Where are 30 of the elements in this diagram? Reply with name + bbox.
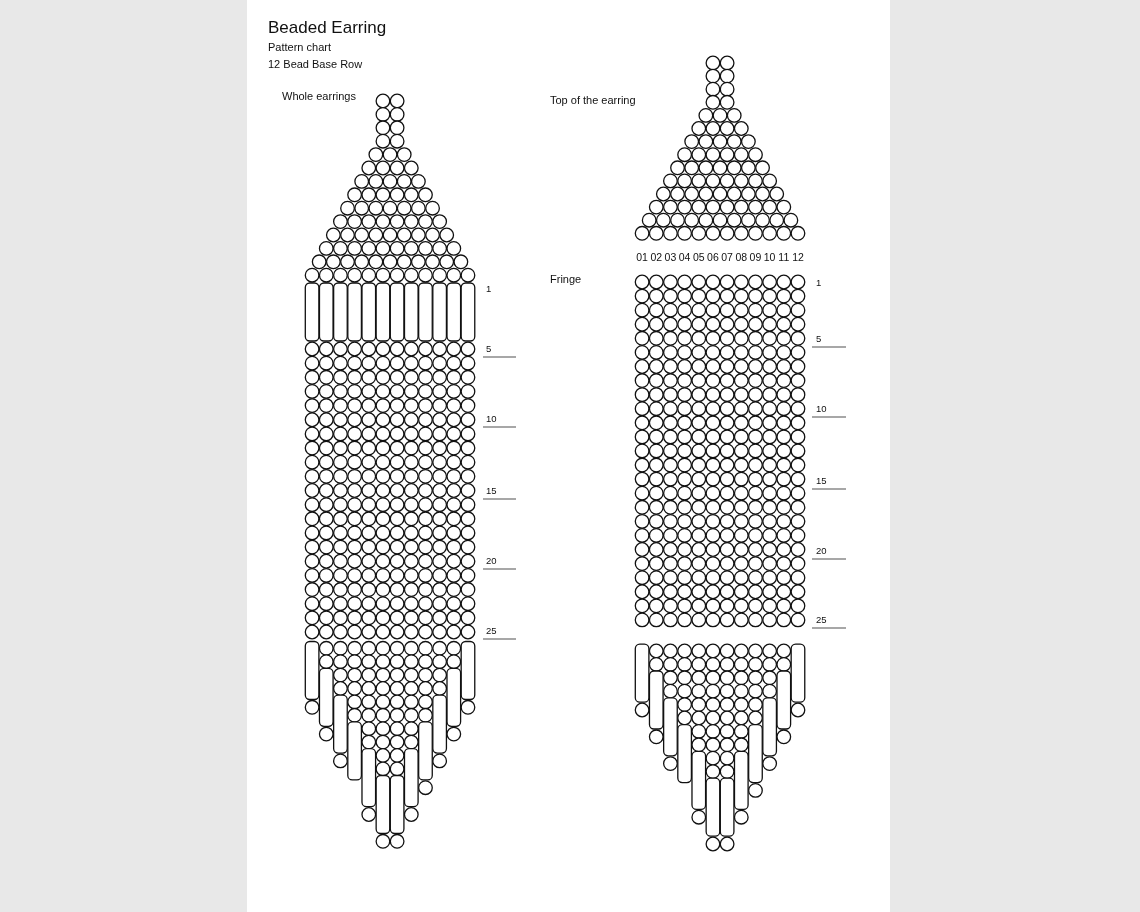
column-number: 03: [664, 252, 677, 263]
row-number: 1: [486, 284, 492, 294]
row-number: 10: [486, 414, 497, 424]
row-number: 1: [816, 278, 822, 288]
row-number: 10: [816, 404, 827, 414]
column-number: 01: [636, 252, 648, 263]
row-number: 15: [816, 476, 827, 486]
diagram-title: Beaded Earring: [268, 19, 387, 36]
column-number: 12: [792, 252, 804, 263]
column-number: 07: [721, 252, 733, 263]
column-number: 05: [692, 252, 705, 263]
row-number: 5: [816, 334, 822, 344]
section-heading: Top of the earring: [550, 95, 636, 106]
chart-subtitle: Pattern chart: [268, 42, 331, 53]
row-number: 20: [816, 546, 827, 556]
row-number: 15: [486, 486, 497, 496]
column-number: 08: [735, 252, 748, 263]
section-heading: Fringe: [550, 274, 582, 285]
column-number: 04: [678, 252, 691, 263]
row-number: 20: [486, 556, 497, 566]
section-heading: Whole earrings: [282, 91, 356, 102]
column-number: 11: [778, 252, 790, 263]
row-number: 25: [816, 615, 827, 625]
column-number: 09: [749, 252, 762, 263]
row-number: 5: [486, 344, 492, 354]
base-row-note: 12 Bead Base Row: [268, 59, 363, 70]
column-number: 02: [650, 252, 663, 263]
row-number: 25: [486, 626, 497, 636]
column-number: 10: [763, 252, 776, 263]
column-number: 06: [707, 252, 719, 263]
